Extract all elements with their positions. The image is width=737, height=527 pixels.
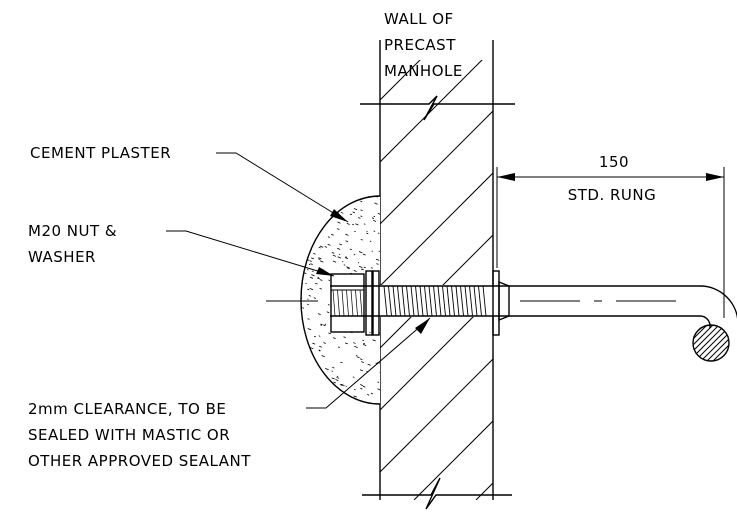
plaster-stipple (370, 241, 371, 242)
plaster-stipple (302, 263, 304, 264)
cement-plaster-callout: CEMENT PLASTER (30, 144, 348, 222)
plaster-stipple (378, 233, 379, 234)
plaster-stipple (308, 358, 311, 359)
dim-arrow-left (497, 173, 515, 181)
plaster-stipple (311, 366, 314, 367)
nut-label-line1: M20 NUT & (28, 222, 117, 240)
wall-hatch-line (414, 40, 737, 500)
plaster-stipple (314, 211, 315, 212)
plaster-stipple (307, 210, 308, 211)
plaster-stipple (307, 240, 308, 241)
dim-value: 150 (599, 153, 629, 171)
plaster-stipple (354, 231, 356, 232)
plaster-stipple (300, 243, 303, 244)
plaster-stipple (301, 360, 303, 361)
plaster-stipple (312, 227, 314, 228)
plaster-stipple (344, 265, 345, 266)
plaster-stipple (354, 389, 355, 390)
wall-label-line1: WALL OF (384, 10, 454, 28)
plaster-stipple (302, 240, 304, 241)
plaster-stipple (320, 221, 322, 222)
cement-plaster-leader (216, 153, 348, 222)
plaster-stipple (374, 216, 376, 217)
plaster-stipple (313, 197, 316, 198)
plaster-stipple (362, 340, 364, 341)
top-break-line (360, 96, 515, 120)
cement-plaster-label: CEMENT PLASTER (30, 144, 171, 162)
wall-hatch-line (166, 40, 626, 500)
plaster-stipple (346, 257, 347, 258)
wall-label-line3: MANHOLE (384, 62, 463, 80)
plaster-stipple (310, 220, 311, 221)
plaster-stipple (306, 379, 308, 380)
rung-bend-outer (700, 286, 737, 328)
plaster-stipple (337, 376, 338, 377)
plaster-stipple (338, 392, 341, 393)
wall-hatch-line (476, 40, 737, 500)
rung-cross-section (651, 323, 737, 363)
plaster-stipple (301, 271, 303, 272)
plaster-stipple (323, 196, 325, 197)
plaster-stipple (308, 348, 309, 349)
rung-section-hatch (681, 323, 721, 363)
plaster-stipple (319, 207, 321, 208)
nut-label-line2: WASHER (28, 248, 96, 266)
rung-dimension: 150 STD. RUNG (497, 153, 724, 318)
plaster-stipple (307, 200, 309, 201)
rung-section-hatch (663, 323, 703, 363)
plaster-stipple (306, 389, 308, 390)
clearance-arrow (415, 318, 430, 334)
plaster-stipple (309, 264, 310, 265)
plaster-stipple (300, 238, 303, 239)
plaster-stipple (320, 227, 322, 228)
plaster-stipple (307, 230, 309, 231)
plaster-stipple (374, 231, 375, 232)
rung-section-hatch (699, 323, 737, 363)
rung-section-hatch (657, 323, 697, 363)
plaster-stipple (354, 254, 355, 255)
plaster-stipple (305, 249, 307, 250)
bottom-break-line (362, 478, 512, 509)
dim-arrow-right (706, 173, 724, 181)
wall-label: WALL OF PRECAST MANHOLE (384, 10, 463, 80)
plaster-stipple (308, 378, 310, 379)
clearance-label-line3: OTHER APPROVED SEALANT (28, 452, 251, 470)
plaster-stipple (340, 207, 342, 208)
rung-section-hatch (675, 323, 715, 363)
plaster-stipple (301, 353, 303, 354)
plaster-stipple (305, 283, 306, 284)
plaster-stipple (319, 336, 320, 337)
wall-hatch-line (352, 40, 737, 500)
nut-callout: M20 NUT & WASHER (28, 222, 334, 276)
plaster-stipple (301, 234, 303, 235)
dim-caption: STD. RUNG (568, 186, 657, 204)
wall-hatch-line (228, 40, 688, 500)
rung-section-hatch (729, 323, 737, 363)
clearance-label-line2: SEALED WITH MASTIC OR (28, 426, 230, 444)
rung-section-hatch (669, 323, 709, 363)
plaster-stipple (327, 218, 330, 219)
rung-section-hatch (651, 323, 691, 363)
wall-hatch-line (600, 40, 737, 500)
plaster-stipple (328, 399, 331, 400)
plaster-stipple (304, 391, 307, 392)
plaster-stipple (310, 383, 313, 384)
plaster-stipple (364, 224, 365, 225)
plaster-stipple (313, 387, 316, 388)
rung-section-hatch (717, 323, 737, 363)
plaster-stipple (324, 202, 327, 203)
plaster-stipple (300, 400, 303, 401)
clearance-label-line1: 2mm CLEARANCE, TO BE (28, 400, 226, 418)
plaster-stipple (321, 325, 322, 326)
wall-label-line2: PRECAST (384, 36, 456, 54)
wall-hatch-line (538, 40, 737, 500)
